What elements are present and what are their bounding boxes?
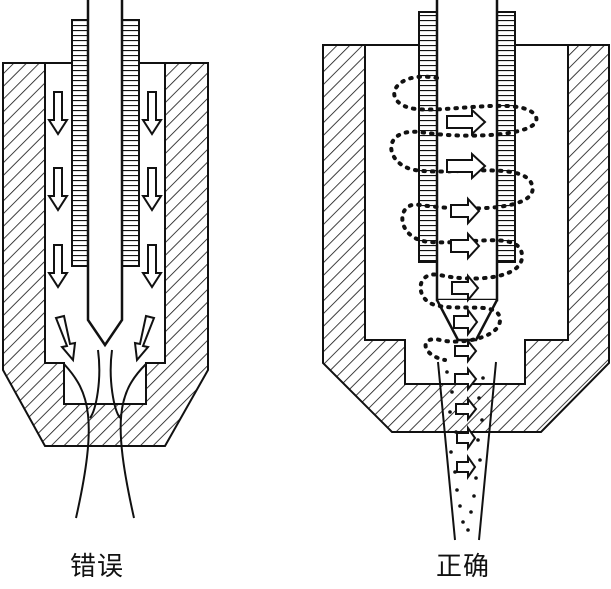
left-spray-lines: [63, 349, 147, 519]
right-jet-particles: [445, 370, 485, 532]
right-jet-cone: [437, 361, 497, 541]
left-needle: [86, 0, 124, 348]
caption-wrong: 错误: [70, 552, 125, 582]
caption-correct: 正确: [436, 552, 491, 582]
right-rib-left: [418, 11, 438, 263]
left-nozzle-wrong: [2, 0, 209, 519]
left-rib-right: [120, 19, 140, 267]
left-flow-arrows: [47, 91, 163, 363]
right-flow-arrows: [446, 107, 487, 481]
right-rib-right: [496, 11, 516, 263]
right-swirl-dots: [389, 74, 539, 362]
right-nozzle-correct: [322, 0, 610, 541]
